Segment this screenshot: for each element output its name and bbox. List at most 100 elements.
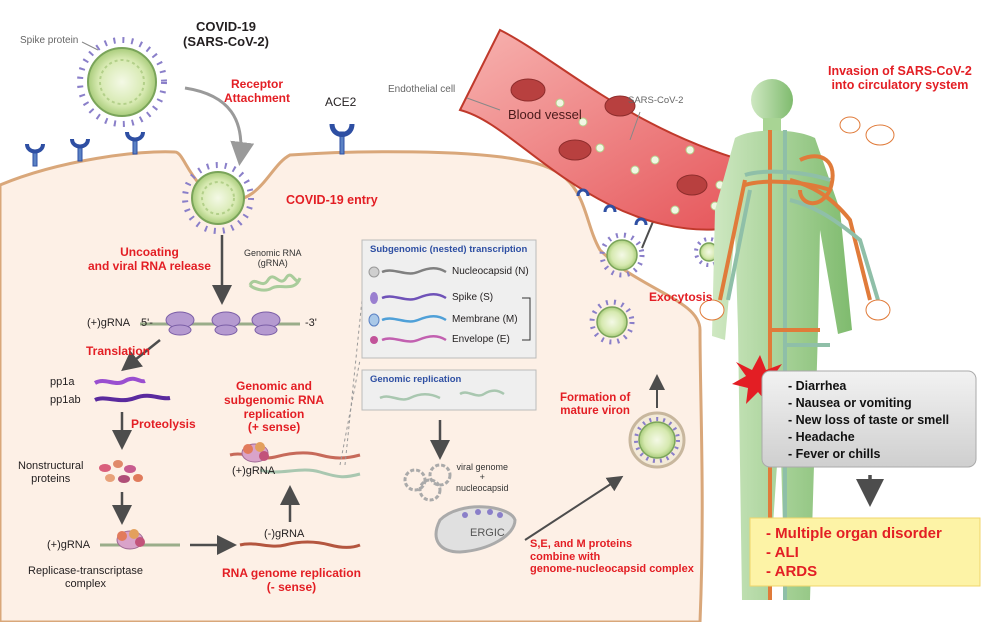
- viral-genome-label: viral genome + nucleocapsid: [456, 462, 509, 493]
- replicase-gRNA-label: (+)gRNA: [47, 539, 91, 551]
- nonstructural-line2: proteins: [31, 472, 71, 485]
- rna-replication-label: RNA genome replication (- sense): [222, 566, 361, 595]
- receptor-line2: Attachment: [224, 90, 291, 105]
- outcomes-box: [749, 517, 981, 587]
- red-blood-cells: [510, 78, 708, 196]
- uncoating-line1: Uncoating: [120, 245, 179, 259]
- ergic-label: ERGIC: [470, 527, 505, 539]
- invasion-line1: Invasion of SARS-CoV-2: [828, 64, 972, 78]
- combine-line2: combine with: [530, 550, 601, 563]
- genomic-subgenomic-label: Genomic and subgenomic RNA replication (…: [224, 379, 325, 435]
- virus-title: COVID-19 (SARS-CoV-2): [183, 19, 269, 50]
- outcome-item: - ARDS: [766, 563, 818, 580]
- exocytosis-virion-2: [599, 232, 645, 278]
- proteolysis-label: Proteolysis: [131, 417, 196, 431]
- genomic-sub-line2: subgenomic RNA: [224, 392, 325, 407]
- vessel-receptors: [576, 188, 648, 226]
- virus-entry: [182, 162, 254, 234]
- genomic-sub-line3: replication: [243, 406, 305, 421]
- subgenomic-item-m: Membrane (M): [452, 314, 518, 325]
- formation-label: Formation of mature viron: [560, 392, 630, 418]
- invasion-label: Invasion of SARS-CoV-2 into circulatory …: [828, 64, 972, 93]
- neg-gRNA-label: (-)gRNA: [264, 528, 305, 540]
- nonstructural-label: Nonstructural proteins: [18, 460, 83, 485]
- genomic-sub-line4: (+ sense): [247, 420, 301, 435]
- pos-gRNA2-label: (+)gRNA: [232, 465, 276, 477]
- sars-cov-2-label: SARS-CoV-2: [628, 95, 684, 106]
- subgenomic-lines: [368, 266, 531, 344]
- human-body-figure: [712, 79, 852, 600]
- replicating-complex-shape: [241, 442, 269, 463]
- combine-line3: genome-nucleocapsid complex: [530, 563, 694, 576]
- endothelial-label: Endothelial cell: [388, 84, 456, 95]
- symptom-item: - Diarrhea: [788, 379, 847, 393]
- genomic-rna-squiggle: [248, 273, 302, 292]
- symptom-item: - Headache: [788, 430, 855, 444]
- subgenomic-item-e: Envelope (E): [452, 334, 510, 345]
- exocytosis-virion-1: [589, 299, 635, 345]
- pp1a-strand: [93, 376, 146, 385]
- genomic-replication-box: [361, 369, 537, 411]
- spike-protein-label: Spike protein: [20, 35, 79, 46]
- viral-genome-line1: viral genome: [456, 462, 509, 472]
- translation-label: Translation: [86, 344, 151, 358]
- viral-genome-coils: [403, 463, 452, 502]
- three-prime-label: -3': [305, 317, 317, 329]
- genomic-rna-label: Genomic RNA (gRNA): [244, 248, 302, 269]
- nonstructural-proteins: [99, 460, 143, 483]
- ace2-label: ACE2: [325, 95, 357, 109]
- pp1a-label: pp1a: [50, 376, 75, 388]
- negative-strand: [239, 540, 361, 549]
- nonstructural-line1: Nonstructural: [18, 460, 84, 472]
- subgenomic-item-s: Spike (S): [452, 292, 494, 303]
- alert-starburst: [732, 355, 786, 404]
- uncoating-line2: and viral RNA release: [88, 258, 211, 273]
- uncoating-label: Uncoating and viral RNA release: [88, 245, 211, 274]
- formation-line1: Formation of: [560, 392, 631, 404]
- replicase-label: Replicase-transcriptase complex: [28, 565, 143, 590]
- ribosomes: [165, 311, 281, 336]
- symptom-item: - New loss of taste or smell: [788, 413, 950, 427]
- replicase-line2: complex: [64, 577, 106, 590]
- capillary-beds: [699, 116, 895, 321]
- virus-title-line2: (SARS-CoV-2): [183, 33, 269, 49]
- genomic-rna-line1: Genomic RNA: [244, 248, 302, 258]
- subgenomic-item-n: Nucleocapsid (N): [452, 266, 529, 277]
- five-prime-label: 5'-: [141, 317, 153, 329]
- ergic-shape: [434, 505, 517, 554]
- symptom-item: - Fever or chills: [788, 447, 881, 461]
- exocytosis-label: Exocytosis: [649, 290, 713, 304]
- rna-replication-line2: (- sense): [266, 579, 317, 594]
- outcome-item: - Multiple organ disorder: [766, 525, 942, 542]
- genomic-rna-line2: (gRNA): [257, 258, 288, 269]
- subgenomic-title: Subgenomic (nested) transcription: [370, 244, 528, 255]
- genomic-sub-line1: Genomic and: [236, 379, 313, 393]
- ergic-proteins: [462, 509, 503, 518]
- rna-replication-line1: RNA genome replication: [222, 566, 361, 580]
- mature-virion: [628, 411, 686, 469]
- virus-top: [77, 37, 167, 127]
- viral-genome-line2: +: [479, 472, 485, 483]
- formation-line2: mature viron: [560, 405, 630, 418]
- ace2-receptors: [25, 123, 355, 167]
- symptoms-box: [761, 370, 977, 468]
- blood-vessel-label: Blood vessel: [508, 107, 582, 122]
- pp1ab-label: pp1ab: [50, 394, 81, 406]
- subgenomic-box: [361, 239, 537, 359]
- invasion-line2: into circulatory system: [831, 78, 969, 93]
- gRNA-label: (+)gRNA: [87, 317, 131, 329]
- genomic-replication-title: Genomic replication: [370, 374, 462, 385]
- outcomes-list: - Multiple organ disorder - ALI - ARDS: [766, 524, 942, 581]
- receptor-line1: Receptor: [231, 77, 284, 91]
- receptor-attachment-label: Receptor Attachment: [224, 77, 291, 106]
- symptoms-list: - Diarrhea - Nausea or vomiting - New lo…: [788, 378, 949, 463]
- outcome-item: - ALI: [766, 544, 799, 561]
- virus-title-line1: COVID-19: [195, 19, 256, 34]
- combine-label: S,E, and M proteins combine with genome-…: [530, 538, 694, 576]
- replicase-line1: Replicase-transcriptase: [28, 565, 143, 577]
- covid-entry-label: COVID-19 entry: [286, 193, 378, 207]
- viral-genome-line3: nucleocapsid: [456, 482, 509, 493]
- replicase-complex-shape: [116, 529, 145, 550]
- pp1ab-strand: [94, 393, 171, 403]
